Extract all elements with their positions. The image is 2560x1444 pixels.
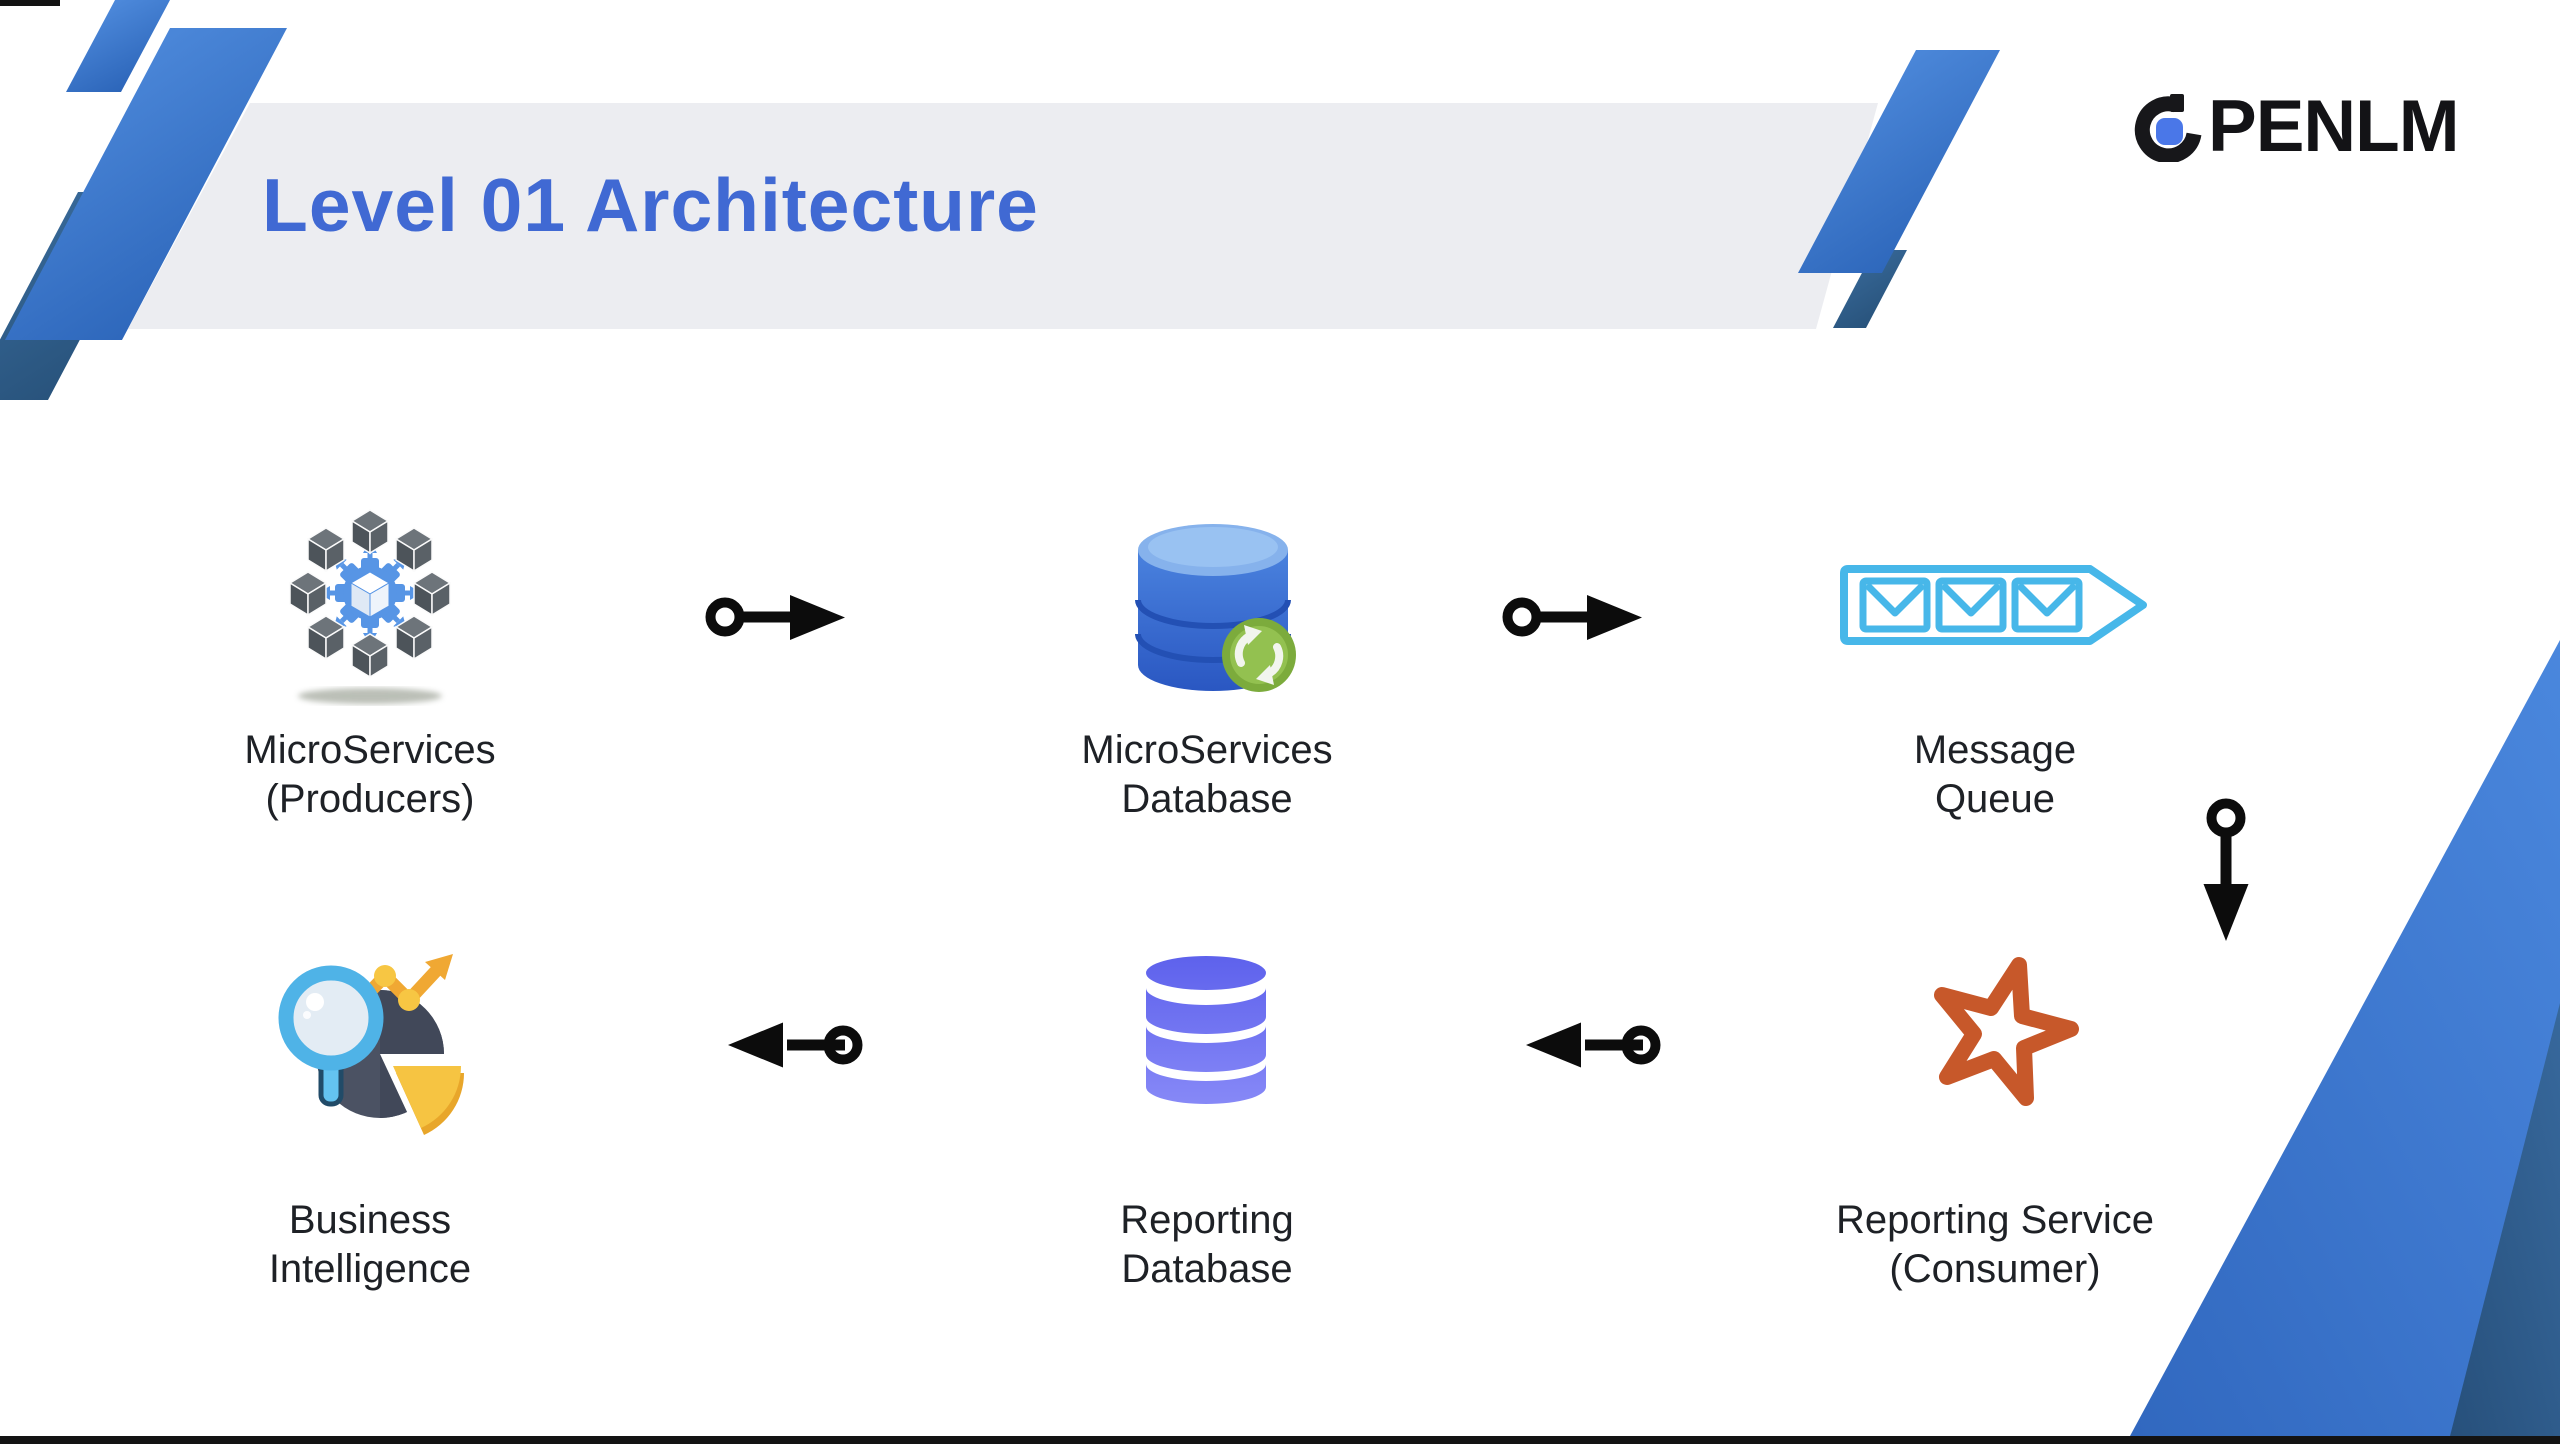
service-cube-icon [351,633,389,678]
message-queue-envelopes-icon [1840,565,2147,645]
service-cube-icon [413,571,451,616]
label-line: Reporting Service [1836,1198,2154,1242]
service-cube-icon [289,571,327,616]
node-label-microservices-producers: MicroServices (Producers) [200,726,540,824]
node-label-microservices-database: MicroServices Database [1037,726,1377,824]
envelope-icon [2011,577,2083,633]
title-banner [128,103,1878,329]
service-cube-icon [351,509,389,554]
corner-blue-wedge [2130,640,2560,1436]
label-line: MicroServices [1081,728,1333,772]
node-label-message-queue: Message Queue [1825,726,2165,824]
indigo-database-icon [1146,956,1266,1104]
trend-arrow-icon [357,954,453,1011]
blue-database-sync-icon [1135,524,1296,692]
openlm-o-mark-icon [2134,94,2202,162]
label-line: MicroServices [244,728,496,772]
bi-pie-magnifier-icon [278,954,464,1135]
label-line: Database [1121,776,1293,821]
label-line: Message [1913,728,2077,772]
topleft-big-band [5,28,287,340]
pie-chart-icon [316,990,464,1135]
label-line: (Consumer) [1889,1246,2101,1291]
node-label-business-intelligence: Business Intelligence [200,1196,540,1294]
corner-dark-wedge [2450,1003,2560,1436]
page-title: Level 01 Architecture [262,163,1039,247]
microservices-hub-icon [289,509,451,704]
label-line: Reporting [1120,1198,1294,1242]
magnifier-icon [278,965,384,1107]
topright-band [1798,50,2000,273]
label-line: (Producers) [265,776,475,821]
topright-dark-band [1833,250,1907,328]
topleft-small-band [66,0,170,92]
bottom-edge-strip [0,1436,2560,1444]
label-line: Intelligence [268,1246,472,1291]
icon-shadow [298,688,442,704]
openlm-wordmark: PENLM [2208,86,2459,167]
label-line: Database [1121,1246,1293,1291]
envelope-icon [1935,577,2007,633]
label-line: Queue [1934,776,2056,821]
node-label-reporting-service: Reporting Service (Consumer) [1785,1196,2205,1294]
envelope-icon [1859,577,1931,633]
top-edge-strip [0,0,60,6]
sync-badge-icon [1222,618,1296,692]
orange-star-icon [1934,957,2079,1106]
label-line: Business [288,1198,452,1242]
node-label-reporting-database: Reporting Database [1037,1196,1377,1294]
openlm-logo: PENLM [2134,86,2459,167]
